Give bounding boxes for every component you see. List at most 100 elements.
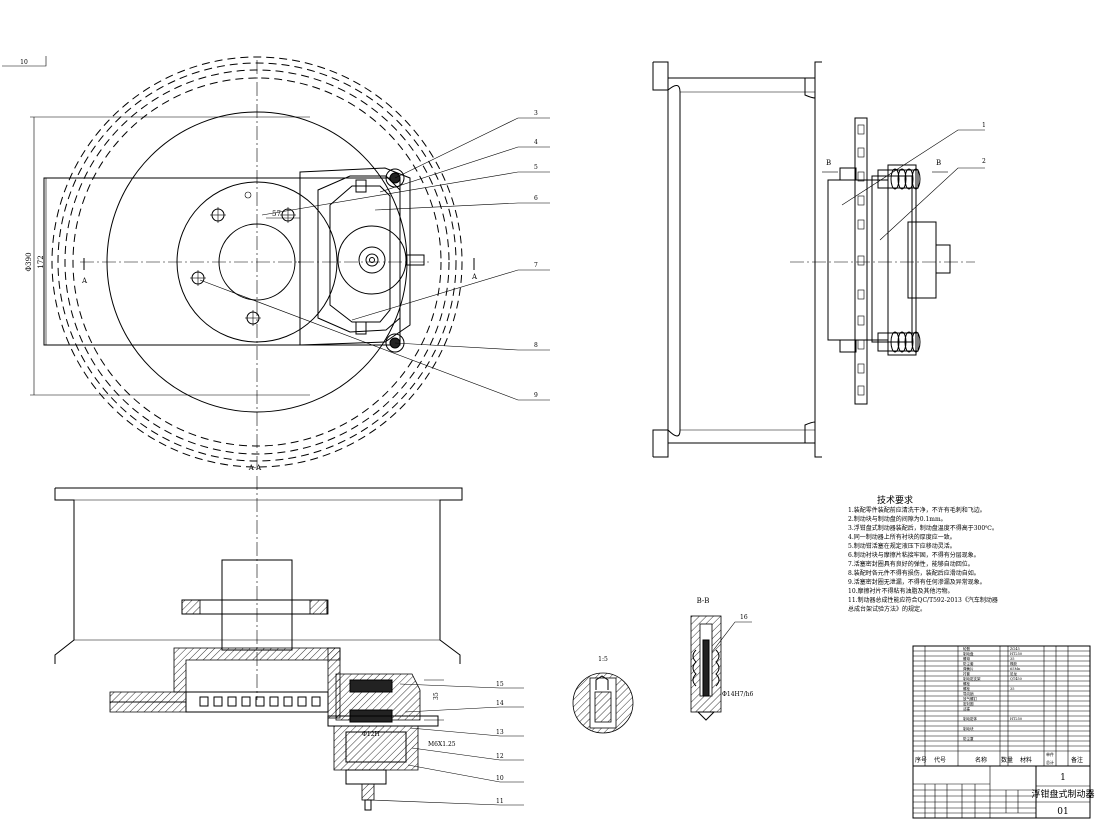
header-index: 序号	[915, 756, 927, 764]
front-callouts: 3 4 5 6 7 8 9	[199, 110, 550, 401]
section-mark-a-left: A	[81, 277, 88, 285]
bom-row-name: 密封圈	[963, 701, 974, 706]
bom-row-name: 导向销	[963, 691, 974, 696]
drawing-title: 浮钳盘式制动器	[1031, 788, 1094, 800]
bom-row-material: 35	[1010, 657, 1014, 661]
front-view: Φ390 172 5 7 A A	[25, 56, 550, 470]
title-block: 轮毂 ZG45 制动盘 HT250 螺母 35 防尘套 橡胶 弹簧片 65Mn …	[912, 645, 1095, 819]
tech-line: 6.制动衬块与摩擦片粘接牢固，不得有分层现象。	[848, 551, 980, 559]
header-code: 代号	[934, 756, 946, 764]
callout-12: 12	[496, 753, 504, 760]
bom-row-name: 制动钳支架	[963, 676, 981, 681]
wheel-rim-outer	[51, 56, 463, 468]
dimension-outer: Φ390	[25, 252, 33, 271]
bom-rows: 轮毂 ZG45 制动盘 HT250 螺母 35 防尘套 橡胶 弹簧片 65Mn …	[963, 646, 1022, 741]
brake-disc-side	[854, 117, 868, 405]
callout-1: 1	[982, 122, 986, 129]
callout-4: 4	[534, 139, 538, 146]
guide-pin-bottom	[877, 331, 921, 353]
tech-line: 4.同一制动器上所有衬块的厚度应一致。	[848, 533, 956, 541]
bom-grid	[913, 646, 1090, 767]
bom-row-material: ZG45	[1010, 647, 1020, 651]
section-mark-b-right: B	[936, 159, 941, 167]
callout-8: 8	[534, 342, 538, 349]
bom-row-name: 衬套	[963, 671, 971, 676]
caliper-projection-box	[43, 177, 401, 346]
section-aa: A-A	[54, 464, 524, 811]
tech-line: 10.摩擦衬片不得粘有油脂及其他污物。	[848, 587, 954, 595]
bom-row-material: HT250	[1010, 652, 1022, 656]
header-qty: 数量	[1001, 756, 1013, 764]
callout-2: 2	[982, 158, 986, 165]
bom-row-name: 防尘罩	[963, 736, 974, 741]
dimension-bore: Φ12H	[362, 731, 380, 738]
tech-line: 7.活塞密封圈具有良好的弹性，能够自动回位。	[848, 560, 974, 568]
page-number-box: 10	[2, 56, 47, 67]
caliper-body	[298, 167, 425, 353]
bom-row-name: 制动钳体	[963, 716, 977, 721]
bom-row-name: 螺栓	[963, 681, 971, 686]
callout-3: 3	[534, 110, 538, 117]
bom-row-material: 65Mn	[1010, 667, 1021, 671]
tech-line: 8.装配时各元件不得有损伤，装配后应滑动自如。	[848, 569, 980, 577]
header-unit: 单件	[1046, 751, 1054, 757]
section-mark-a-right: A	[471, 273, 478, 281]
tech-title: 技术要求	[877, 494, 913, 506]
dimension-thread: M6X1.25	[428, 741, 456, 748]
bom-row-material: HT250	[1010, 717, 1022, 721]
header-material: 材料	[1020, 756, 1032, 764]
bom-row-name: 防尘套	[963, 661, 974, 666]
detail-scale: 1:5	[598, 656, 608, 663]
tech-line: 9.活塞密封圈无泄漏，不得有任何渗漏及异常现象。	[848, 578, 986, 586]
bom-row-name: 螺栓	[963, 686, 971, 691]
side-view: B B 1 2	[652, 61, 986, 458]
tech-line: 5.制动钳活塞在规定液压下应移动灵活。	[848, 542, 956, 550]
drawing-number: 01	[1057, 807, 1068, 817]
section-bb-title: B-B	[697, 597, 710, 605]
disc-vents	[199, 696, 321, 707]
callout-5: 5	[534, 164, 538, 171]
header-total: 总计	[1046, 759, 1054, 765]
piston-outline	[337, 225, 407, 295]
bolt-head-bottom	[385, 333, 405, 353]
header-name: 名称	[975, 756, 987, 764]
bom-row-name: 螺母	[963, 656, 971, 661]
bom-row-name: 制动块	[963, 726, 974, 731]
bom-row-name: 弹簧片	[963, 666, 974, 671]
callout-14: 14	[496, 700, 504, 707]
dimension-35: 35	[433, 692, 440, 700]
bom-row-name: 制动盘	[963, 651, 974, 656]
bom-row-name: 轮毂	[963, 646, 971, 651]
bom-row-material: 尼龙	[1010, 671, 1018, 676]
callout-15: 15	[496, 681, 504, 688]
bom-row-material: QT450	[1010, 677, 1022, 681]
callout-6: 6	[534, 195, 538, 202]
section-aa-title: A-A	[248, 464, 262, 472]
callout-10: 10	[496, 775, 504, 782]
title-grid	[913, 766, 1090, 818]
callout-16: 16	[740, 614, 748, 621]
tech-line: 2.制动块与制动盘的间隙为0.1mm。	[848, 515, 947, 523]
drawing-scale: 1	[1060, 773, 1066, 783]
bom-row-name: 放气螺钉	[963, 696, 977, 701]
header-remark: 备注	[1071, 756, 1083, 764]
callout-11: 11	[496, 798, 504, 805]
page-number: 10	[20, 59, 28, 66]
tech-line: 总成台架试验方法》的规定。	[848, 605, 926, 613]
bom-row-material: 35	[1010, 687, 1014, 691]
callout-9: 9	[534, 392, 538, 399]
detail-view: 1:5	[572, 656, 634, 734]
bom-row-name: 活塞	[963, 706, 971, 711]
dimension-inner: 172	[37, 255, 45, 268]
bolt-holes	[190, 191, 296, 326]
tech-line: 11.制动器总成性能应符合QC/T592-2013《汽车制动器	[848, 596, 998, 604]
callout-13: 13	[496, 729, 504, 736]
disc-slots	[857, 124, 865, 396]
fit-tolerance: Φ14H7/h6	[722, 691, 753, 698]
callout-7: 7	[534, 262, 538, 269]
section-bb: B-B Φ14H7/h6 16	[690, 597, 753, 721]
tech-line: 1.装配零件装配前应清洗干净，不许有毛刺和飞边。	[848, 506, 986, 514]
bom-header: 序号 代号 名称 数量 材料 单件 总计 备注	[915, 751, 1083, 765]
guide-pin-top	[877, 168, 921, 190]
